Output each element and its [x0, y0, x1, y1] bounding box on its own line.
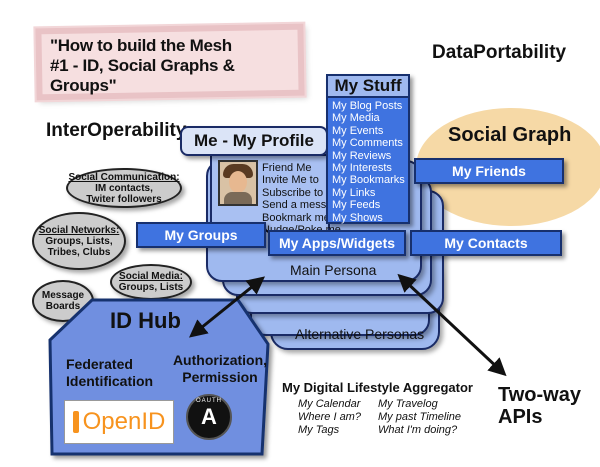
my-friends-button[interactable]: My Friends: [414, 158, 564, 184]
title-line-2: #1 - ID, Social Graphs & Groups": [50, 56, 235, 95]
federated-line-1: Federated: [66, 356, 133, 372]
aggregator-col-2: My Travelog My past Timeline What I'm do…: [378, 398, 461, 437]
aggregator-item[interactable]: My Travelog: [378, 398, 438, 410]
my-groups-button[interactable]: My Groups: [136, 222, 266, 248]
auth-line-2: Permission: [182, 369, 258, 385]
oval-line: Tribes, Clubs: [47, 246, 111, 258]
social-graph-label: Social Graph: [448, 124, 572, 146]
my-stuff-header: My Stuff: [326, 74, 410, 98]
interoperability-label: InterOperability: [46, 120, 187, 141]
oval-line: Groups, Lists,: [45, 235, 113, 247]
title-line-1: "How to build the Mesh: [50, 36, 232, 55]
openid-text: OpenID: [82, 408, 166, 435]
profile-title-box: Me - My Profile: [180, 126, 328, 156]
oval-heading: Social Media:: [119, 271, 183, 282]
auth-line-1: Authorization,: [172, 352, 268, 368]
oval-heading: Social Communication:: [68, 171, 180, 183]
my-stuff-item[interactable]: My Blog Posts: [332, 100, 403, 112]
federated-identification-label: Federated Identification: [66, 356, 153, 390]
oauth-logo[interactable]: A OAUTH: [186, 394, 232, 440]
my-stuff-item[interactable]: My Media: [332, 112, 380, 125]
authorization-label: Authorization, Permission: [170, 352, 270, 386]
my-stuff-item[interactable]: My Interests: [332, 162, 392, 175]
my-stuff-item[interactable]: My Reviews: [332, 149, 392, 162]
my-stuff-item[interactable]: My Bookmarks: [332, 174, 405, 187]
oval-line: Boards: [45, 301, 81, 312]
aggregator-item[interactable]: What I'm doing?: [378, 424, 458, 436]
action-bookmark[interactable]: Bookmark me: [262, 211, 330, 224]
my-stuff-title: My Stuff: [334, 76, 402, 95]
aggregator-title: My Digital Lifestyle Aggregator: [282, 380, 473, 395]
my-stuff-item[interactable]: My Events: [332, 124, 384, 137]
data-portability-label: DataPortability: [432, 42, 567, 63]
two-way-apis-label: Two-way APIs: [498, 384, 581, 428]
oval-line: Twiter followers: [86, 193, 162, 205]
my-stuff-item[interactable]: My Comments: [332, 137, 403, 150]
aggregator-item[interactable]: Where I am?: [298, 411, 361, 423]
apis-line-1: Two-way: [498, 384, 581, 406]
my-contacts-button[interactable]: My Contacts: [410, 230, 562, 256]
action-invite-me[interactable]: Invite Me to: [262, 174, 319, 187]
my-apps-button[interactable]: My Apps/Widgets: [268, 230, 406, 256]
my-stuff-panel: [326, 74, 410, 224]
aggregator-item[interactable]: My past Timeline: [378, 411, 462, 423]
action-subscribe[interactable]: Subscribe to: [262, 186, 324, 199]
federated-line-2: Identification: [66, 373, 154, 389]
oval-heading: Social Networks:: [38, 224, 120, 236]
my-stuff-item[interactable]: My Shows: [332, 211, 383, 224]
oval-line: IM contacts,: [95, 182, 153, 194]
my-stuff-item[interactable]: My Feeds: [332, 199, 381, 212]
action-send-message[interactable]: Send a message: [262, 199, 345, 212]
id-hub-title: ID Hub: [110, 308, 181, 333]
profile-title: Me - My Profile: [194, 131, 314, 150]
openid-icon: [72, 411, 79, 433]
oval-social-communication: Social Communication: IM contacts, Twite…: [66, 168, 182, 208]
oval-line: Groups, Lists: [118, 282, 184, 293]
openid-logo[interactable]: OpenID: [64, 400, 174, 444]
avatar-face: [229, 171, 247, 193]
aggregator-item[interactable]: My Calendar: [298, 398, 361, 410]
my-stuff-list: My Blog Posts My Media My Events My Comm…: [332, 100, 405, 224]
avatar-shirt: [224, 192, 252, 204]
oauth-icon: A: [201, 404, 217, 429]
action-friend-me[interactable]: Friend Me: [262, 162, 312, 174]
oval-social-networks: Social Networks: Groups, Lists, Tribes, …: [32, 212, 126, 270]
my-stuff-item[interactable]: My Links: [332, 186, 376, 199]
diagram-title: "How to build the Mesh #1 - ID, Social G…: [50, 36, 300, 96]
profile-avatar: [218, 160, 258, 206]
main-persona-label: Main Persona: [290, 262, 377, 278]
oauth-text: OAUTH: [196, 398, 222, 404]
apis-line-2: APIs: [498, 406, 543, 428]
aggregator-item[interactable]: My Tags: [298, 424, 340, 436]
alternative-personas-label: Alternative Personas: [295, 326, 425, 342]
aggregator-col-1: My Calendar Where I am? My Tags: [298, 398, 361, 437]
oval-line: Message: [41, 290, 85, 301]
